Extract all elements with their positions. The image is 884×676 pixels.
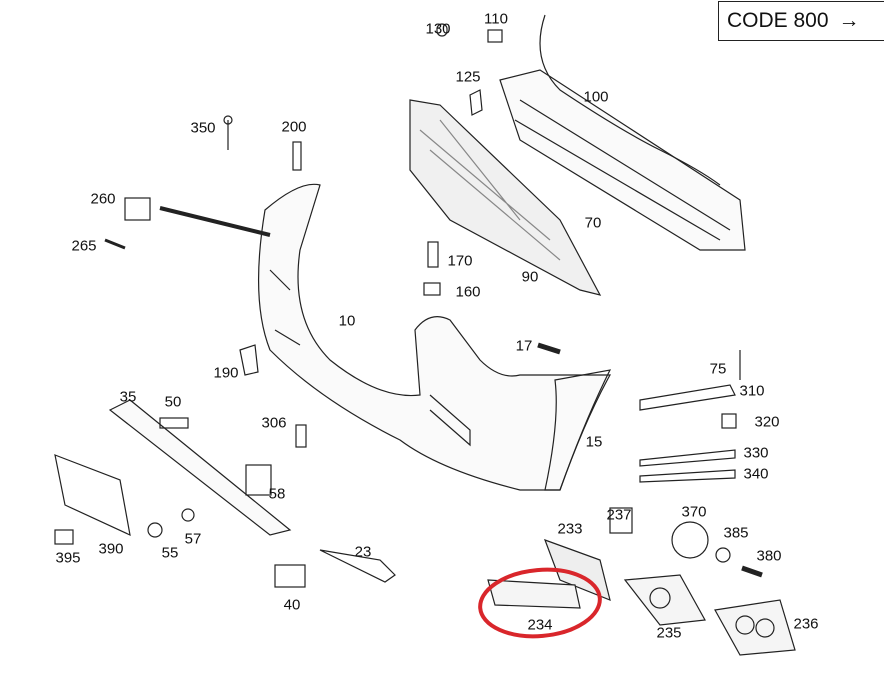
part-label: 236 xyxy=(793,615,819,633)
part-370 xyxy=(671,521,709,559)
clip-part-200 xyxy=(292,141,302,171)
part-label: 15 xyxy=(585,433,603,451)
arrow-right-icon: → xyxy=(838,9,860,32)
bracket-part-260 xyxy=(124,197,151,221)
part-label: 237 xyxy=(606,506,632,524)
part-235 xyxy=(623,574,706,626)
part-234 xyxy=(487,579,581,609)
part-110 xyxy=(487,29,503,43)
part-label: 306 xyxy=(261,414,287,432)
part-55 xyxy=(147,522,163,538)
bolt-part-395 xyxy=(54,529,74,545)
part-label: 350 xyxy=(190,119,216,137)
strip-part-310 xyxy=(639,384,736,411)
washer-part-57 xyxy=(181,508,195,522)
plate-part-390 xyxy=(54,454,131,537)
part-label: 390 xyxy=(98,540,124,558)
clip-part-160 xyxy=(423,282,441,296)
part-label: 75 xyxy=(709,360,727,378)
part-label: 310 xyxy=(739,382,765,400)
part-label: 90 xyxy=(521,268,539,286)
wiring-harness-part-100 xyxy=(539,14,721,186)
part-190 xyxy=(239,344,259,376)
part-50 xyxy=(159,417,189,429)
part-label-highlighted: 234 xyxy=(527,616,553,634)
bolt-part-306 xyxy=(295,424,307,448)
part-label: 340 xyxy=(743,465,769,483)
grille-part-90 xyxy=(409,99,602,296)
part-237 xyxy=(609,507,633,534)
part-label: 57 xyxy=(184,530,202,548)
clip-part-40 xyxy=(274,564,306,588)
part-label: 160 xyxy=(455,283,481,301)
part-label: 35 xyxy=(119,388,137,406)
washer-part-385 xyxy=(715,547,731,563)
reinforcement-part-70 xyxy=(499,69,746,251)
part-125 xyxy=(469,89,483,116)
strip-part-260 xyxy=(159,206,271,237)
part-23 xyxy=(319,549,396,583)
part-label: 235 xyxy=(656,624,682,642)
bumper-cover-part-10 xyxy=(257,183,612,491)
part-label: 50 xyxy=(164,393,182,411)
part-label: 320 xyxy=(754,413,780,431)
part-label: 17 xyxy=(515,337,533,355)
spring-part-265 xyxy=(104,238,126,250)
part-236 xyxy=(714,599,796,656)
part-label: 130 xyxy=(425,20,451,38)
part-label: 40 xyxy=(283,596,301,614)
screw-part-17 xyxy=(537,342,561,355)
part-label: 10 xyxy=(338,312,356,330)
bolt-part-380 xyxy=(741,565,763,578)
part-label: 260 xyxy=(90,190,116,208)
part-label: 100 xyxy=(583,88,609,106)
part-label: 110 xyxy=(484,10,508,28)
part-label: 125 xyxy=(455,68,481,86)
part-58 xyxy=(245,464,272,496)
part-label: 265 xyxy=(71,237,97,255)
code-800-box: CODE 800 → xyxy=(718,1,884,41)
clip-part-320 xyxy=(721,413,737,429)
part-label: 200 xyxy=(281,118,307,136)
part-label: 58 xyxy=(268,485,286,503)
part-label: 330 xyxy=(743,444,769,462)
part-label: 170 xyxy=(447,252,473,270)
part-label: 380 xyxy=(756,547,782,565)
part-label: 395 xyxy=(55,549,81,567)
part-label: 23 xyxy=(354,543,372,561)
part-15 xyxy=(544,369,612,491)
part-130 xyxy=(436,23,448,37)
part-label: 70 xyxy=(584,214,602,232)
part-label: 55 xyxy=(161,544,179,562)
part-35 xyxy=(108,399,292,536)
part-label: 370 xyxy=(681,503,707,521)
screw-part-170 xyxy=(427,241,439,268)
code-label: CODE 800 xyxy=(727,9,829,32)
part-label: 233 xyxy=(557,520,583,538)
strip-part-340 xyxy=(639,469,736,483)
strip-part-330 xyxy=(639,449,736,467)
part-label: 385 xyxy=(723,524,749,542)
part-label: 190 xyxy=(213,364,239,382)
highlight-circle xyxy=(478,567,602,639)
